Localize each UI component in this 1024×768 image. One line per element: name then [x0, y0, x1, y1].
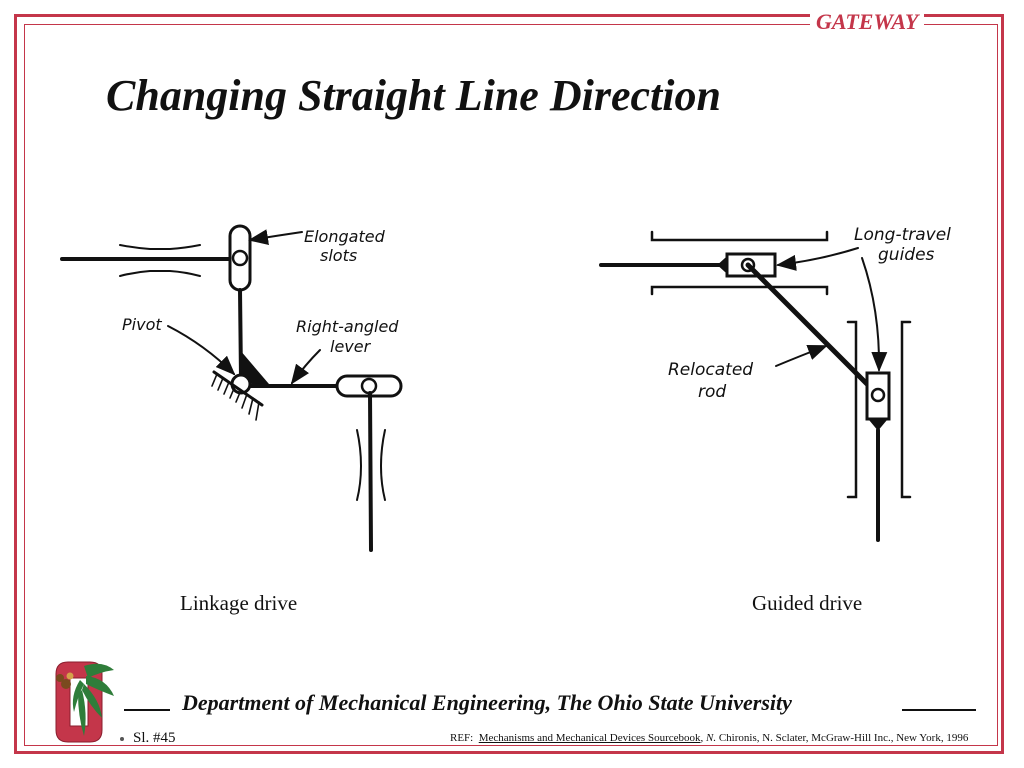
right-angled-lever-arrow	[290, 349, 321, 385]
ohio-state-logo	[55, 661, 114, 743]
label-lever: lever	[330, 337, 372, 356]
long-travel-arrow-2	[861, 257, 888, 372]
label-relocated: Relocated	[668, 360, 753, 380]
left-output-guide	[356, 429, 363, 501]
caption-guided-drive: Guided drive	[752, 591, 863, 615]
ref-authors: Chironis, N. Sclater, McGraw-Hill Inc., …	[718, 732, 969, 744]
long-travel-arrow-1	[776, 247, 859, 271]
guided-labels: Long-travel guides Relocated rod	[668, 225, 951, 402]
ground-line	[212, 370, 264, 407]
ground-hatching	[211, 373, 260, 421]
vertical-guide-left	[846, 320, 858, 499]
upper-slot-pin	[231, 249, 249, 267]
footer-rule-left	[124, 709, 170, 711]
top-guide-lower	[650, 285, 829, 296]
lower-guide-bracket	[119, 270, 201, 277]
footer-rule-right	[902, 709, 976, 711]
label-pivot: Pivot	[122, 315, 162, 334]
label-long-travel: Long-travel	[854, 225, 951, 245]
caption-linkage-drive: Linkage drive	[180, 591, 298, 615]
department-name: Department of Mechanical Engineering, Th…	[182, 690, 792, 715]
linkage-drive-diagram	[60, 224, 403, 552]
upper-guide-bracket	[119, 244, 201, 250]
vertical-output-rod	[368, 391, 373, 552]
label-guides: guides	[878, 245, 935, 265]
slide-bullet	[120, 737, 124, 741]
label-rod: rod	[698, 382, 726, 402]
pivot-arrow	[167, 325, 236, 376]
elongated-slots-arrow	[248, 229, 303, 246]
outer-frame	[14, 14, 1004, 754]
relocated-rod-arrow	[775, 344, 828, 367]
label-right-angled: Right-angled	[296, 317, 399, 336]
ref-initial: N.	[706, 732, 717, 744]
label-elongated: Elongated	[304, 227, 386, 246]
linkage-labels: Elongated slots Pivot Right-angled lever	[122, 227, 399, 356]
gateway-brand: GATEWAY	[810, 8, 925, 36]
slide-number: Sl. #45	[133, 730, 176, 746]
vertical-guide-right	[900, 320, 912, 499]
ref-prefix: REF:	[450, 732, 474, 744]
buckeye-nut-icon	[56, 672, 74, 689]
slide-title: Changing Straight Line Direction	[106, 71, 721, 120]
inner-frame	[24, 24, 998, 746]
lower-slider-tip	[866, 417, 890, 431]
label-slots: slots	[320, 246, 357, 265]
buckeye-leaf-icon	[72, 663, 114, 736]
guided-drive-diagram	[599, 230, 912, 542]
right-output-guide	[379, 429, 386, 501]
lower-slider-pin	[870, 387, 886, 403]
top-guide-upper	[650, 230, 829, 242]
ref-book-title: Mechanisms and Mechanical Devices Source…	[478, 732, 701, 744]
relocated-rod-line	[745, 262, 881, 398]
lower-slot-pin	[360, 377, 378, 395]
reference-citation: REF: Mechanisms and Mechanical Devices S…	[450, 732, 969, 744]
